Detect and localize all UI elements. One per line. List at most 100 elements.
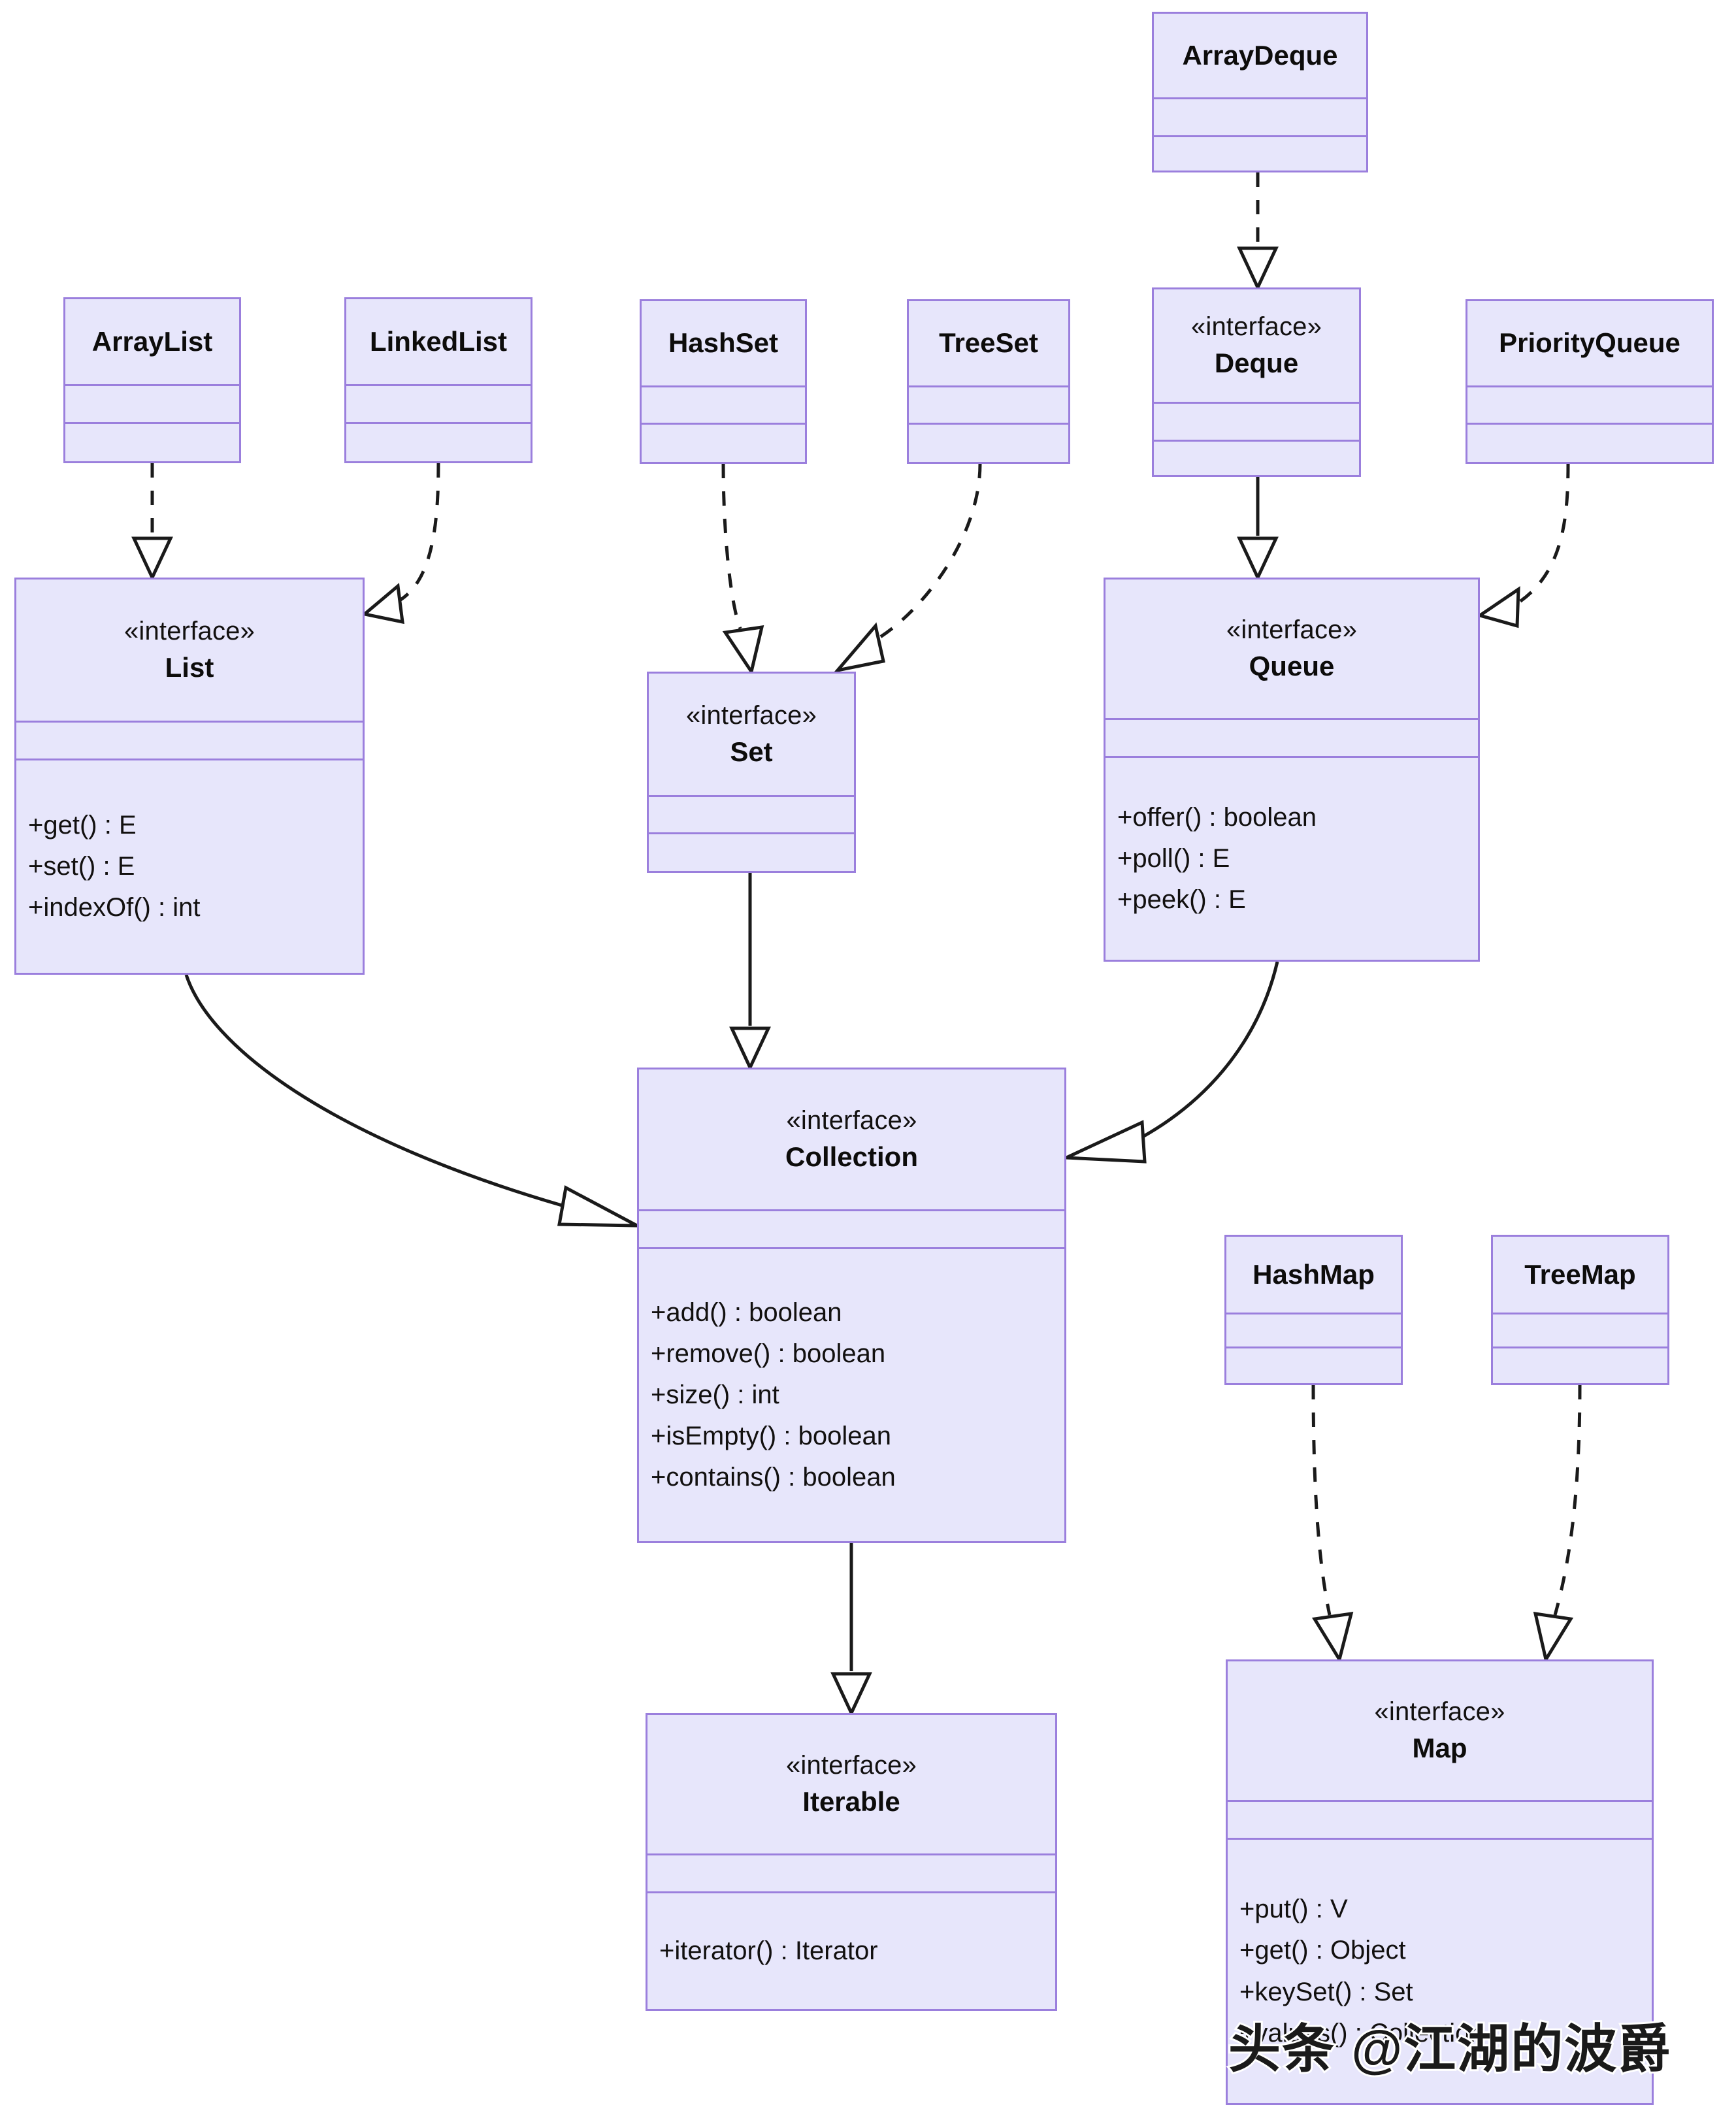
edge-hashset-set bbox=[721, 463, 742, 629]
attributes-compartment-treeset bbox=[909, 385, 1068, 423]
operations-compartment-iterable: +iterator() : Iterator bbox=[647, 1891, 1055, 2009]
class-box-collection[interactable]: «interface» Collection +add() : boolean +re… bbox=[637, 1068, 1066, 1543]
method-collection-2: +size() : int bbox=[651, 1380, 779, 1409]
method-list-2: +indexOf() : int bbox=[28, 893, 201, 922]
attributes-compartment-iterable bbox=[647, 1853, 1055, 1891]
method-list-0: +get() : E bbox=[28, 810, 137, 840]
edge-queue-collection bbox=[1136, 961, 1279, 1142]
edge-hashmap-map bbox=[1311, 1384, 1332, 1616]
class-box-deque[interactable]: «interface» Deque bbox=[1152, 287, 1361, 477]
class-box-hashset[interactable]: HashSet bbox=[640, 299, 807, 464]
class-name-map: Map bbox=[1412, 1732, 1467, 1763]
class-box-hashmap[interactable]: HashMap bbox=[1224, 1235, 1403, 1385]
method-queue-1: +poll() : E bbox=[1117, 843, 1230, 873]
edge-treeset-set bbox=[868, 463, 982, 645]
attributes-compartment-list bbox=[16, 721, 363, 759]
attributes-compartment-map bbox=[1228, 1800, 1652, 1838]
class-box-priorityqueue[interactable]: PriorityQueue bbox=[1466, 299, 1714, 464]
operations-compartment-hashset bbox=[642, 423, 805, 462]
stereotype-label-list: «interface» bbox=[123, 616, 255, 645]
operations-compartment-queue: +offer() : boolean +poll() : E +peek() : E bbox=[1105, 756, 1478, 960]
class-name-list: List bbox=[165, 651, 214, 683]
class-header-deque: «interface» Deque bbox=[1154, 289, 1359, 402]
operations-compartment-treeset bbox=[909, 423, 1068, 462]
edge-list-collection-arrowhead bbox=[557, 1185, 638, 1228]
edge-arraylist-list-arrowhead bbox=[131, 536, 173, 581]
class-name-hashset: HashSet bbox=[668, 327, 779, 359]
class-name-hashmap: HashMap bbox=[1253, 1258, 1375, 1290]
class-header-hashmap: HashMap bbox=[1226, 1237, 1401, 1313]
edge-hashmap-map-arrowhead bbox=[1311, 1611, 1354, 1664]
edge-treeset-set-arrowhead bbox=[833, 622, 885, 673]
edge-arraydeque-deque-arrowhead bbox=[1237, 246, 1279, 291]
class-name-iterable: Iterable bbox=[802, 1786, 900, 1817]
stereotype-label-collection: «interface» bbox=[786, 1105, 917, 1135]
class-box-arraylist[interactable]: ArrayList bbox=[63, 297, 241, 463]
class-header-iterable: «interface»Iterable bbox=[647, 1715, 1055, 1853]
operations-compartment-deque bbox=[1154, 440, 1359, 475]
operations-compartment-set bbox=[649, 832, 854, 871]
stereotype-label-set: «interface» bbox=[685, 700, 817, 730]
attributes-compartment-priorityqueue bbox=[1467, 385, 1712, 423]
class-box-treemap[interactable]: TreeMap bbox=[1491, 1235, 1669, 1385]
class-box-linkedlist[interactable]: LinkedList bbox=[344, 297, 532, 463]
class-name-deque: Deque bbox=[1214, 347, 1299, 378]
class-name-treeset: TreeSet bbox=[939, 327, 1038, 359]
class-name-collection: Collection bbox=[785, 1141, 918, 1172]
edge-linkedlist-list-arrowhead bbox=[361, 583, 404, 625]
attributes-compartment-set bbox=[649, 795, 854, 832]
class-box-iterable[interactable]: «interface»Iterable +iterator() : Iterato… bbox=[646, 1713, 1057, 2011]
operations-compartment-collection: +add() : boolean +remove() : boolean +size… bbox=[639, 1247, 1064, 1541]
class-box-treeset[interactable]: TreeSet bbox=[907, 299, 1070, 464]
method-collection-1: +remove() : boolean bbox=[651, 1339, 886, 1368]
class-header-treeset: TreeSet bbox=[909, 301, 1068, 385]
class-header-priorityqueue: PriorityQueue bbox=[1467, 301, 1712, 385]
class-name-linkedlist: LinkedList bbox=[369, 325, 508, 357]
class-name-queue: Queue bbox=[1249, 650, 1335, 681]
class-header-map: «interface»Map bbox=[1228, 1661, 1652, 1800]
class-box-set[interactable]: «interface»Set bbox=[647, 672, 856, 873]
method-map-0: +put() : V bbox=[1239, 1895, 1348, 1924]
attributes-compartment-hashset bbox=[642, 385, 805, 423]
class-header-treemap: TreeMap bbox=[1493, 1237, 1667, 1313]
method-iterable-0: +iterator() : Iterator bbox=[659, 1936, 878, 1965]
class-header-hashset: HashSet bbox=[642, 301, 805, 385]
method-queue-2: +peek() : E bbox=[1117, 885, 1246, 915]
method-collection-3: +isEmpty() : boolean bbox=[651, 1422, 891, 1451]
operations-compartment-arraylist bbox=[65, 422, 239, 461]
class-box-arraydeque[interactable]: ArrayDeque bbox=[1152, 12, 1368, 172]
edge-deque-queue-arrowhead bbox=[1237, 536, 1279, 581]
edge-priorityqueue-queue-arrowhead bbox=[1476, 586, 1520, 628]
class-box-map[interactable]: «interface»Map+put() : V+get() : Object+… bbox=[1226, 1659, 1654, 2105]
class-header-arraydeque: ArrayDeque bbox=[1154, 14, 1366, 97]
class-name-arraydeque: ArrayDeque bbox=[1182, 39, 1338, 71]
edge-treemap-map-arrowhead bbox=[1533, 1611, 1574, 1664]
operations-compartment-map: +put() : V +get() : Object +keySet() : Set… bbox=[1228, 1838, 1652, 2103]
edge-queue-collection-arrowhead bbox=[1065, 1120, 1147, 1164]
class-header-set: «interface»Set bbox=[649, 674, 854, 795]
method-list-1: +set() : E bbox=[28, 851, 135, 881]
method-map-1: +get() : Object bbox=[1239, 1936, 1406, 1965]
method-map-2: +keySet() : Set bbox=[1239, 1977, 1413, 2006]
attributes-compartment-arraydeque bbox=[1154, 97, 1366, 135]
operations-compartment-linkedlist bbox=[346, 422, 531, 461]
attributes-compartment-queue bbox=[1105, 718, 1478, 756]
method-collection-0: +add() : boolean bbox=[651, 1297, 842, 1327]
edge-set-collection-arrowhead bbox=[729, 1026, 771, 1071]
class-name-treemap: TreeMap bbox=[1524, 1258, 1636, 1290]
attributes-compartment-linkedlist bbox=[346, 384, 531, 422]
class-header-collection: «interface» Collection bbox=[639, 1069, 1064, 1209]
class-box-list[interactable]: «interface» List +get() : E +set() : E +inde… bbox=[14, 578, 365, 975]
stereotype-label-deque: «interface» bbox=[1190, 312, 1322, 341]
class-header-linkedlist: LinkedList bbox=[346, 299, 531, 384]
edge-list-collection bbox=[184, 974, 563, 1207]
class-box-queue[interactable]: «interface»Queue+offer() : boolean+poll(… bbox=[1104, 578, 1480, 962]
edge-hashset-set-arrowhead bbox=[722, 625, 764, 676]
attributes-compartment-deque bbox=[1154, 402, 1359, 440]
operations-compartment-hashmap bbox=[1226, 1346, 1401, 1383]
attributes-compartment-collection bbox=[639, 1209, 1064, 1247]
method-queue-0: +offer() : boolean bbox=[1117, 802, 1317, 832]
method-collection-4: +contains() : boolean bbox=[651, 1463, 896, 1492]
operations-compartment-priorityqueue bbox=[1467, 423, 1712, 462]
